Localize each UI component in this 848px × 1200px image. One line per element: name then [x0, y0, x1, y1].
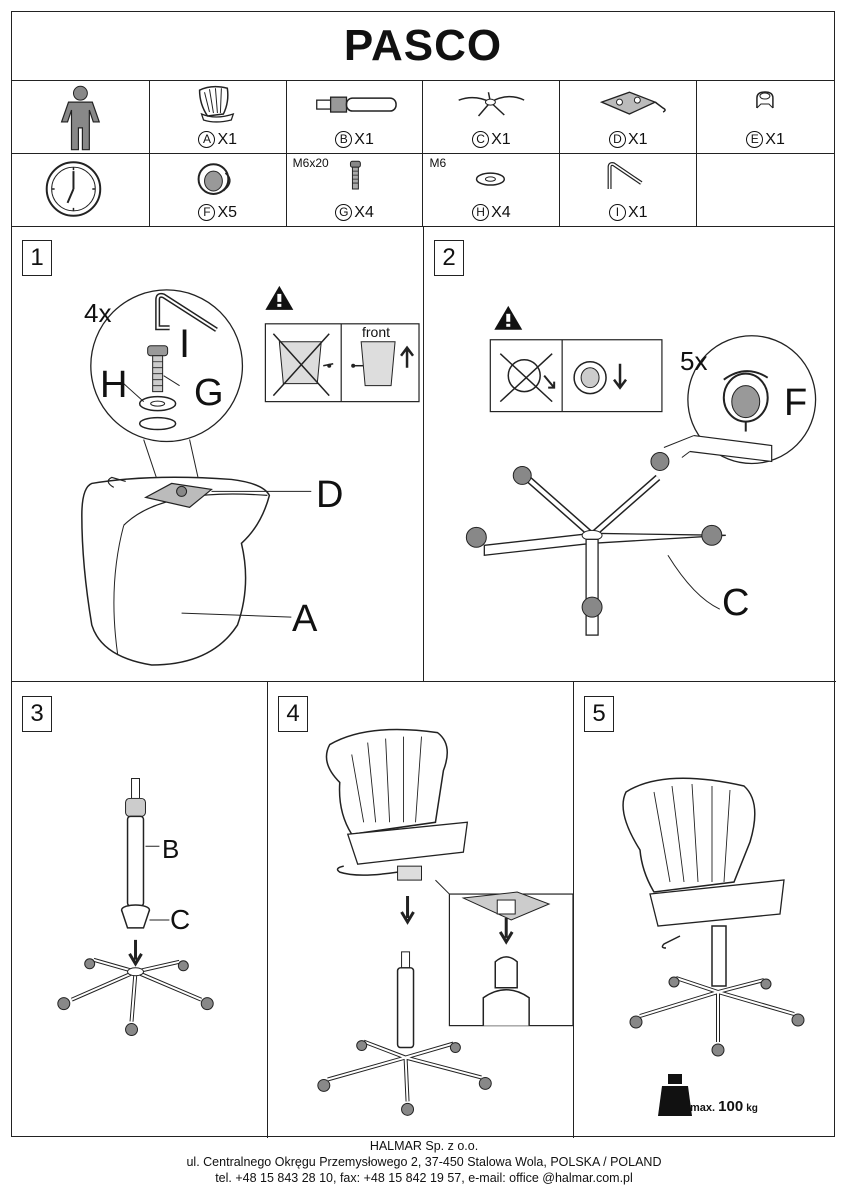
step-3-illustration	[57, 778, 214, 1037]
bushing-part-icon	[756, 91, 774, 109]
bolt-spec: M6x20	[292, 156, 329, 170]
gas-lift-part-icon	[315, 96, 397, 113]
step-number: 5	[584, 696, 614, 732]
company-name: HALMAR Sp. z o.o.	[369, 1139, 479, 1153]
washer-spec: M6	[429, 156, 447, 170]
callout-b: B	[162, 834, 180, 864]
bolt-part-icon	[349, 160, 361, 190]
max-load-label: max. 100 kg	[690, 1098, 758, 1115]
clock-cell	[12, 153, 150, 226]
seat-part-icon	[198, 85, 235, 123]
product-title: PASCO	[12, 12, 834, 81]
caster-part-icon	[197, 163, 231, 195]
base-part-icon	[458, 92, 525, 117]
clock-icon	[45, 161, 102, 217]
step-number: 2	[434, 240, 464, 276]
callout-h: H	[100, 364, 128, 406]
callout-d: D	[316, 474, 344, 516]
step-1-illustration	[81, 285, 420, 666]
callout-c: C	[170, 904, 191, 935]
callout-i: I	[179, 322, 191, 366]
step-2: 2	[424, 226, 836, 682]
person-cell	[12, 80, 150, 153]
person-icon	[60, 85, 101, 151]
empty-cell	[697, 153, 834, 226]
company-address: ul. Centralnego Okręgu Przemysłowego 2, …	[186, 1155, 662, 1169]
step-number: 3	[22, 696, 52, 732]
washer-part-icon	[476, 172, 506, 186]
step-4-illustration	[317, 728, 573, 1116]
quantity-label: 4x	[84, 298, 112, 328]
callout-c: C	[722, 582, 750, 624]
step-number: 1	[22, 240, 52, 276]
front-label: front	[362, 324, 391, 340]
callout-f: F	[784, 382, 808, 424]
step-4: 4	[268, 682, 574, 1138]
allen-key-part-icon	[607, 162, 643, 190]
step-5: 5 max. 100 kg	[574, 682, 836, 1138]
mechanism-part-icon	[600, 91, 667, 115]
quantity-label: 5x	[680, 346, 708, 376]
footer: HALMAR Sp. z o.o. ul. Centralnego Okręgu…	[0, 1138, 848, 1186]
step-5-illustration	[622, 777, 805, 1116]
step-1: 1	[12, 226, 424, 682]
step-number: 4	[278, 696, 308, 732]
step-2-illustration	[465, 305, 817, 636]
callout-g: G	[194, 372, 224, 414]
step-3: 3 B C	[12, 682, 268, 1138]
callout-a: A	[292, 598, 318, 640]
company-contact: tel. +48 15 843 28 10, fax: +48 15 842 1…	[215, 1171, 633, 1185]
